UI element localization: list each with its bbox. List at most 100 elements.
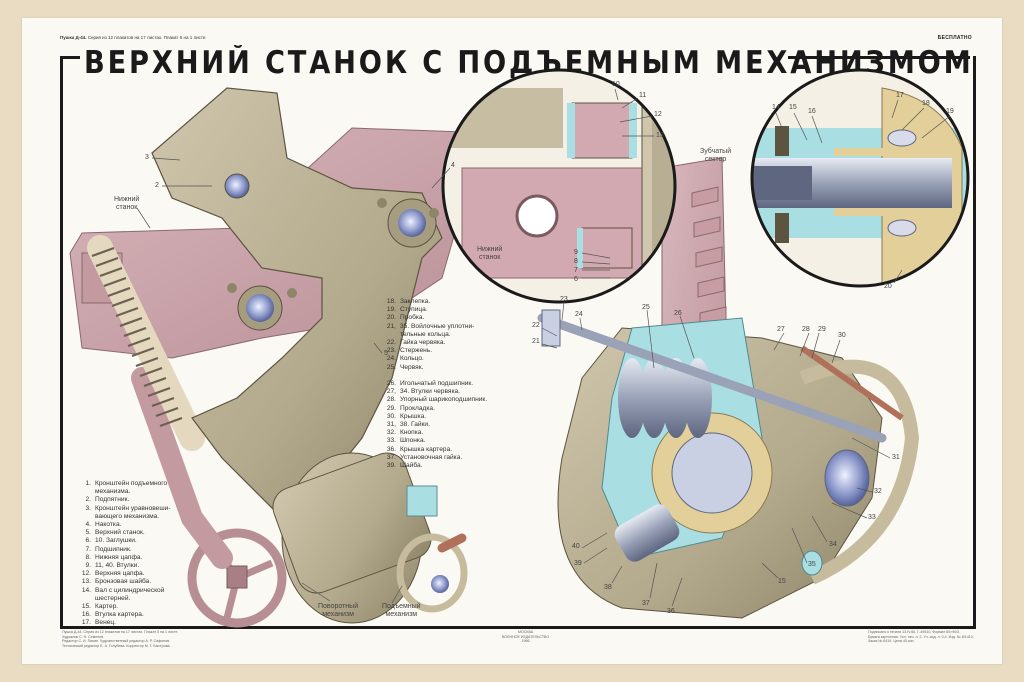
annotation-elevating-mechanism: Подъемный механизм bbox=[382, 603, 421, 618]
legend-item-text: Гайка червяка. bbox=[400, 339, 446, 347]
legend-item: 16.Втулка картера. bbox=[77, 611, 171, 619]
legend-item-number: 9. bbox=[85, 562, 92, 570]
callout-31: 31 bbox=[892, 454, 900, 461]
legend-item: 18. Заклепка. bbox=[382, 298, 474, 306]
legend-item: 14.Вал с цилиндрической bbox=[77, 587, 171, 595]
legend-item: 8.Нижняя цапфа. bbox=[77, 554, 171, 562]
legend-item-number: 39. bbox=[386, 462, 396, 470]
legend-item-number: 17. bbox=[81, 619, 91, 627]
technical-illustration bbox=[69, 68, 970, 628]
callout-11: 11 bbox=[639, 92, 647, 99]
leader-lines bbox=[136, 88, 951, 607]
poster: Пушка Д-44. Серия из 12 плакатов на 17 л… bbox=[22, 18, 1002, 664]
legend-item-text: Кнопка. bbox=[400, 429, 424, 437]
callout-33: 33 bbox=[868, 514, 876, 521]
legend-item: 1.Кронштейн подъемного bbox=[77, 480, 171, 488]
legend-item-number: 13. bbox=[81, 578, 91, 586]
series-info: Пушка Д-44. Серия из 12 плакатов на 17 л… bbox=[60, 35, 207, 40]
legend-item-text: Заклепка. bbox=[400, 298, 431, 305]
legend-item-number: 2. bbox=[85, 496, 92, 504]
legend-item: 33.Шпонка. bbox=[382, 437, 487, 445]
footer-line: Заказ № 6419. Цена 45 коп. bbox=[868, 639, 915, 644]
legend-item-text: Кронштейн уравновеши- bbox=[95, 504, 171, 512]
footer-year: 1966 bbox=[521, 639, 530, 644]
legend-item: 17.Венец. bbox=[77, 619, 171, 627]
callout-37: 37 bbox=[642, 600, 650, 607]
price-label: БЕСПЛАТНО bbox=[937, 35, 972, 41]
balancing-spring bbox=[87, 235, 205, 451]
legend-item-number: 15. bbox=[81, 603, 91, 611]
legend-item-text: 11, 40. Втулки. bbox=[95, 562, 140, 570]
legend-item: вающего механизма. bbox=[77, 513, 171, 521]
legend-item-number: 3. bbox=[85, 504, 92, 512]
legend-item: 39.Шайба. bbox=[382, 462, 487, 470]
legend-item-number: 33. bbox=[386, 437, 396, 445]
callout-13: 13 bbox=[656, 132, 664, 139]
callout-15b: 15 bbox=[778, 578, 786, 585]
legend-item-number: 26. bbox=[386, 380, 396, 387]
legend-item: 23.Стержень. bbox=[382, 347, 474, 355]
callout-2: 2 bbox=[155, 182, 159, 189]
legend-item-number bbox=[382, 331, 396, 339]
legend-item: шестерней. bbox=[77, 595, 171, 603]
legend-item: 25.Червяк. bbox=[382, 364, 474, 372]
legend-item-text: 10. Заглушки. bbox=[95, 537, 137, 545]
legend-item-number bbox=[77, 513, 91, 521]
callout-5: 5 bbox=[384, 350, 388, 357]
callout-16: 16 bbox=[808, 108, 816, 115]
callout-39: 39 bbox=[574, 560, 582, 567]
frame-top-right bbox=[788, 56, 970, 59]
callout-3: 3 bbox=[145, 154, 149, 161]
legend-item: 20. Пробка. bbox=[382, 314, 474, 322]
frame-top-left bbox=[60, 56, 80, 59]
legend-item: 37.Установочная гайка. bbox=[382, 454, 487, 462]
footer-credits: Пушка Д-44. Серия из 12 плакатов на 17 л… bbox=[62, 630, 179, 648]
legend-item-number: 6. bbox=[85, 537, 92, 545]
legend-item: 31,38. Гайки. bbox=[382, 421, 487, 429]
legend-item-number: 20. bbox=[386, 314, 396, 322]
legend-item-text: Крышка. bbox=[400, 412, 427, 420]
legend-item-number: 18. bbox=[386, 298, 396, 305]
legend-item-number: 36. bbox=[386, 445, 396, 453]
legend-item-number: 12. bbox=[81, 570, 91, 578]
footer-line: Художник С. Н. Семенов. bbox=[62, 634, 105, 639]
callout-30: 30 bbox=[838, 332, 846, 339]
legend-item-number: 24. bbox=[386, 355, 396, 363]
callout-27: 27 bbox=[777, 326, 785, 333]
callout-28: 28 bbox=[802, 326, 810, 333]
legend-item-number: 22. bbox=[386, 339, 396, 347]
detail-circle-shaft bbox=[750, 68, 970, 288]
legend-item-number bbox=[77, 488, 91, 496]
footer-line: Технический редактор Е. А. Голубева. Кор… bbox=[62, 643, 171, 648]
legend-item-number: 37. bbox=[386, 453, 396, 461]
legend-item-text: Пробка. bbox=[400, 314, 425, 322]
legend-item: 4.Накотка. bbox=[77, 521, 171, 529]
legend-item-number: 21, bbox=[386, 322, 396, 330]
footer-publisher-name: ВОЕННОЕ ИЗДАТЕЛЬСТВО bbox=[502, 634, 550, 639]
legend-item-text: Картер. bbox=[95, 603, 119, 611]
legend-item-number bbox=[77, 595, 91, 603]
callout-6: 6 bbox=[574, 276, 578, 283]
legend-item-number: 32. bbox=[386, 429, 396, 437]
legend-item-number: 16. bbox=[81, 611, 91, 619]
callout-35: 35 bbox=[808, 561, 816, 568]
legend-item-text: Накотка. bbox=[95, 521, 122, 529]
legend-item-text: Кронштейн подъемного bbox=[95, 480, 168, 487]
legend-item: 21, 35. Войлочные уплотни- bbox=[382, 322, 475, 331]
parts-legend-2: 18.Заклепка.19.Ступица.20.Пробка.21,35. … bbox=[382, 298, 475, 372]
elevating-gearbox-section bbox=[537, 309, 920, 619]
legend-item: 7.Подшипник. bbox=[77, 546, 171, 554]
legend-item-text: 35. Войлочные уплотни- bbox=[400, 322, 475, 330]
legend-item: 3.Кронштейн уравновеши- bbox=[77, 505, 171, 513]
series-text: Серия из 12 плакатов на 17 листах. Плака… bbox=[87, 35, 207, 40]
legend-item: 12.Верхняя цапфа. bbox=[77, 570, 171, 578]
annotation-lower-carriage-detail: Нижний станок bbox=[477, 246, 503, 261]
legend-item-text: Ступица. bbox=[400, 306, 428, 314]
footer-line: Подписано к печати 13.IV.66. Г-49510. Фо… bbox=[868, 630, 961, 634]
legend-item: 36.Крышка картера. bbox=[382, 446, 487, 454]
legend-item-text: Нижняя цапфа. bbox=[95, 553, 143, 561]
legend-item: 26.Игольчатый подшипник. bbox=[382, 380, 487, 388]
series-code: Пушка Д-44. bbox=[60, 35, 87, 40]
legend-item: 27,34. Втулки червяка. bbox=[382, 388, 487, 396]
upper-carriage bbox=[151, 87, 443, 519]
